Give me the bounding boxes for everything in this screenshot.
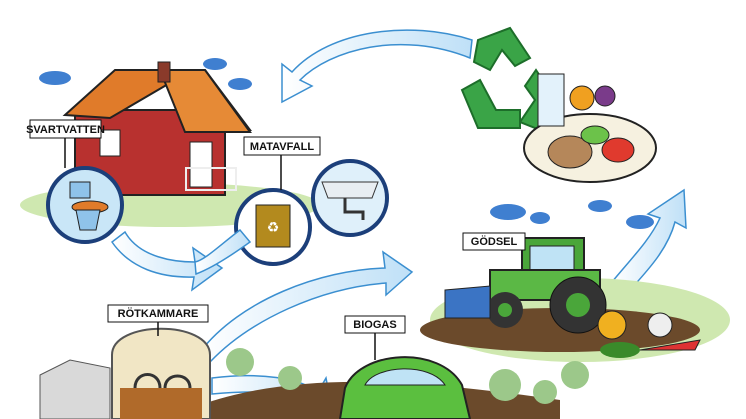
label-matavfall: MATAVFALL	[243, 136, 321, 190]
svg-text:♻: ♻	[267, 219, 280, 235]
label-text: RÖTKAMMARE	[118, 307, 199, 320]
arrow-godsel-to-food	[610, 188, 687, 291]
car-icon	[338, 356, 472, 419]
arrow-bin-to-rotkammare	[194, 228, 252, 276]
label-text: MATAVFALL	[250, 141, 314, 153]
tractor-icon	[444, 237, 607, 334]
digester-tank-icon	[39, 327, 211, 419]
arrow-rotkammare-to-godsel	[199, 250, 414, 364]
label-text: BIOGAS	[353, 319, 396, 331]
label-biogas: BIOGAS	[344, 315, 406, 360]
label-text: SVARTVATTEN	[26, 124, 105, 136]
vegetables-icon	[597, 310, 701, 358]
sink-icon	[311, 159, 389, 237]
clouds	[39, 58, 654, 229]
compost-bin-icon: ♻	[234, 188, 312, 266]
food-plate-icon	[523, 73, 657, 183]
label-godsel: GÖDSEL	[462, 232, 526, 251]
arrow-house-to-rotkammare	[110, 230, 224, 292]
toilet-icon	[46, 166, 124, 244]
label-rotkammare: RÖTKAMMARE	[107, 304, 209, 336]
label-svartvatten: SVARTVATTEN	[26, 119, 105, 168]
label-text: GÖDSEL	[471, 235, 518, 248]
arrow-recycle-to-house	[281, 29, 473, 104]
